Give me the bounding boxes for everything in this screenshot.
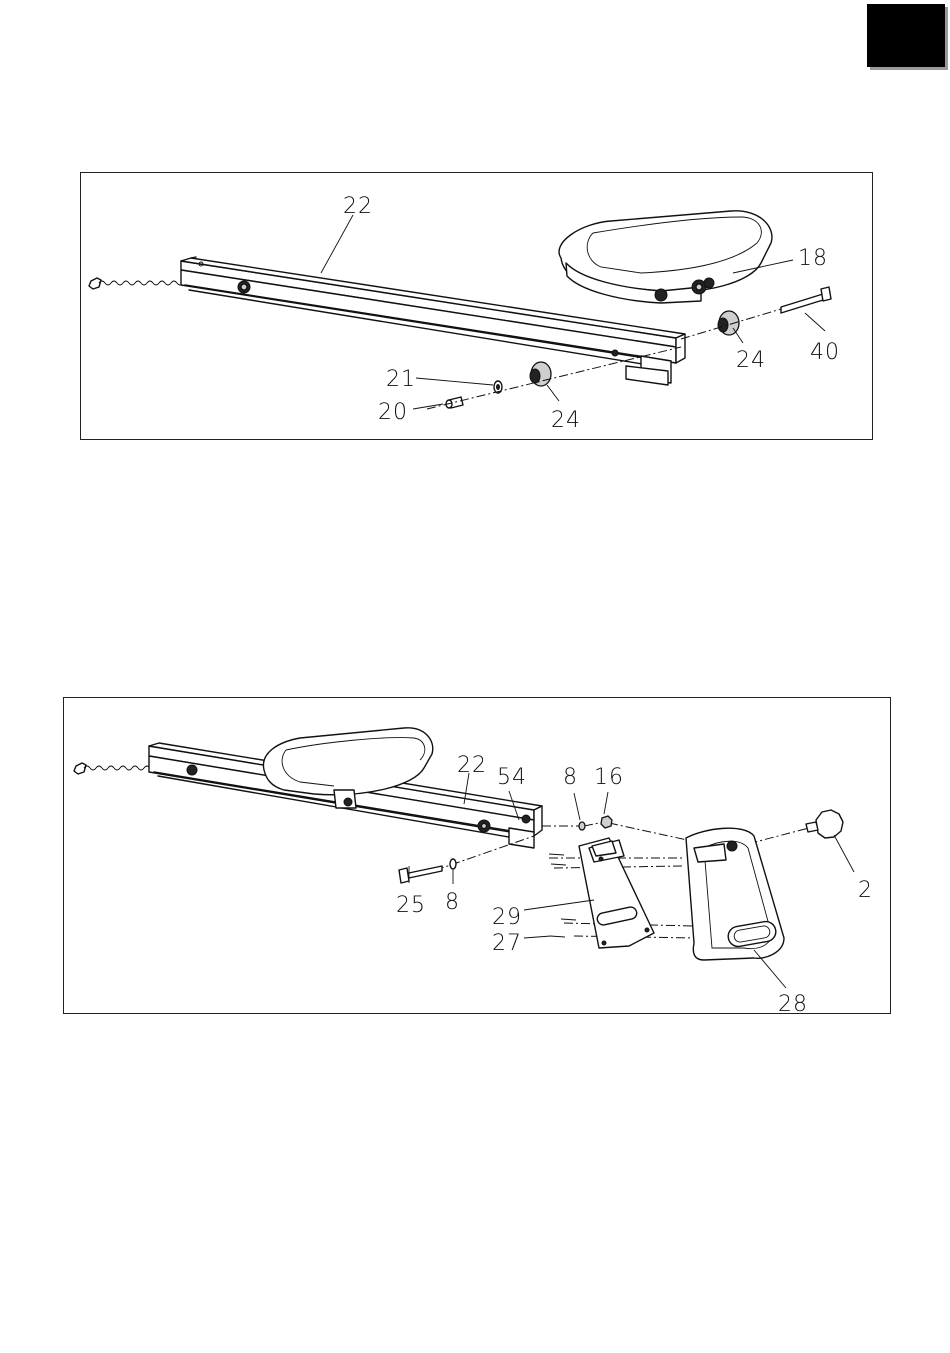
label-2: 2 (858, 878, 873, 903)
label-8-bottom: 8 (445, 890, 460, 915)
label-54: 54 (497, 765, 527, 790)
label-8-top: 8 (563, 765, 578, 790)
label-16: 16 (594, 765, 624, 790)
diagram-bottom-stand-assembly: 22 54 8 16 2 25 8 29 27 28 (63, 697, 891, 1014)
diagram-bottom-drawing: 22 54 8 16 2 25 8 29 27 28 (64, 698, 890, 1013)
section-tab-marker (867, 4, 945, 67)
seat-cushion (559, 211, 772, 303)
screws (549, 854, 576, 937)
label-22: 22 (457, 753, 487, 778)
label-21: 21 (386, 367, 416, 392)
label-25: 25 (396, 893, 426, 918)
roller-left (530, 362, 551, 386)
bracket-plate (579, 838, 654, 948)
label-24-left: 24 (551, 408, 581, 433)
nut (601, 816, 612, 828)
bolt-long (781, 287, 831, 313)
label-22: 22 (343, 194, 373, 219)
washer-b (450, 859, 456, 869)
label-29: 29 (492, 905, 522, 930)
label-20: 20 (378, 400, 408, 425)
pull-cable-spring (89, 269, 195, 289)
bushing (446, 397, 463, 408)
label-40: 40 (810, 340, 840, 365)
foot-stand (686, 828, 784, 960)
label-27: 27 (492, 931, 522, 956)
diagram-top-drawing: 22 18 40 24 21 24 20 (81, 173, 872, 439)
label-24-right: 24 (736, 348, 766, 373)
bolt (399, 866, 442, 883)
washer-a (579, 822, 585, 830)
diagram-top-seat-assembly: 22 18 40 24 21 24 20 (80, 172, 873, 440)
label-28: 28 (778, 992, 808, 1013)
knob (806, 810, 843, 838)
label-18: 18 (798, 246, 828, 271)
